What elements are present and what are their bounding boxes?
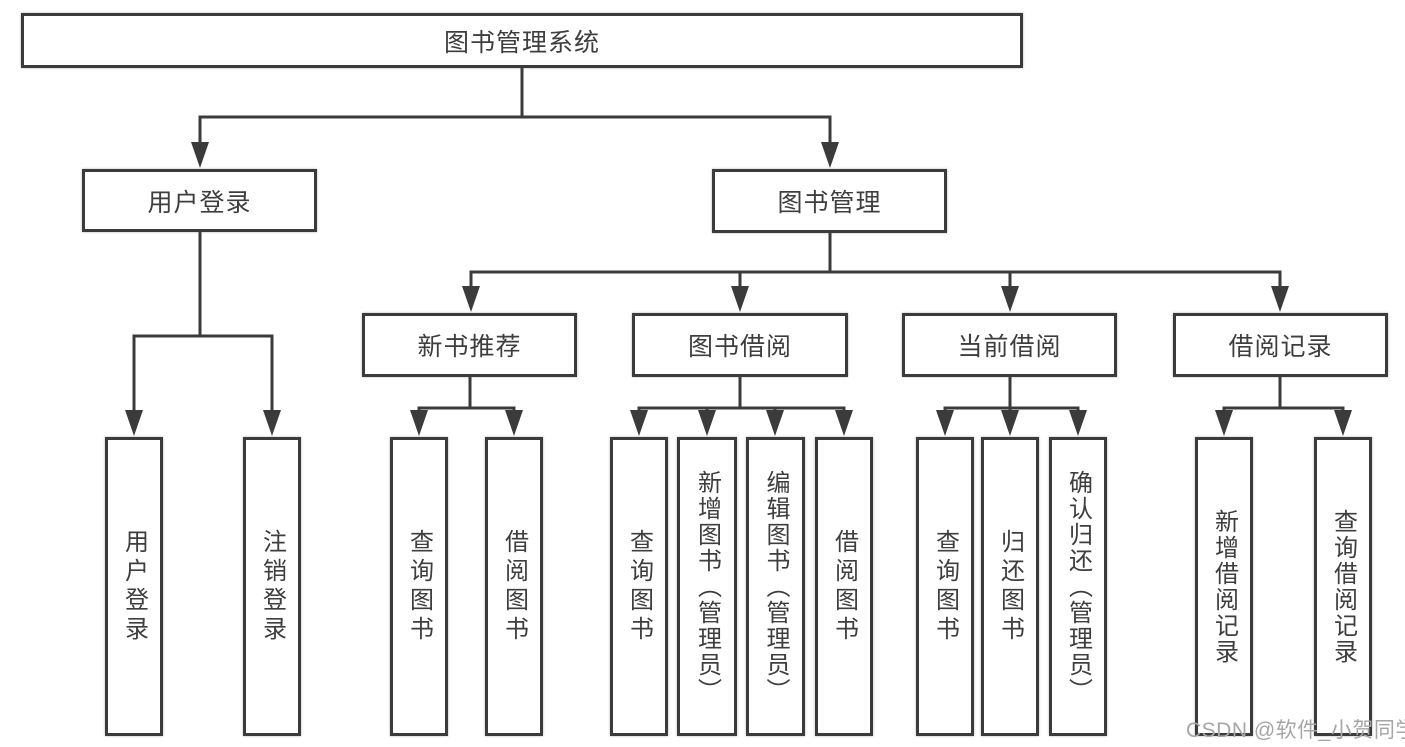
leaf-borrow-books: 借阅图书	[815, 437, 873, 736]
node-label: 借阅图书	[830, 528, 858, 645]
node-label: 确认归还（管理员）	[1064, 469, 1092, 704]
leaf-query-books-recommend: 查询图书	[390, 437, 448, 736]
node-label: 查询图书	[405, 528, 433, 645]
node-label: 图书管理	[777, 189, 882, 217]
node-label: 注销登录	[258, 528, 286, 645]
node-label: 借阅图书	[500, 528, 528, 645]
node-label: 归还图书	[996, 528, 1024, 645]
node-borrow-records: 借阅记录	[1173, 313, 1388, 377]
leaf-query-books-current: 查询图书	[916, 437, 974, 736]
node-label: 编辑图书（管理员）	[762, 469, 789, 704]
node-label: 图书借阅	[687, 333, 792, 361]
node-new-book-recommend: 新书推荐	[362, 313, 577, 377]
node-label: 用户登录	[147, 188, 252, 217]
leaf-add-book-admin: 新增图书（管理员）	[677, 437, 737, 736]
leaf-confirm-return-admin: 确认归还（管理员）	[1049, 437, 1107, 736]
node-label: 查询图书	[625, 528, 653, 645]
node-label: 查询借阅记录	[1329, 508, 1357, 665]
node-label: 借阅记录	[1228, 333, 1333, 361]
node-book-management: 图书管理	[712, 169, 947, 233]
node-user-login: 用户登录	[82, 169, 317, 232]
node-label: 新增借阅记录	[1210, 508, 1238, 665]
leaf-user-login: 用户登录	[105, 437, 163, 736]
leaf-edit-book-admin: 编辑图书（管理员）	[746, 437, 805, 736]
leaf-add-borrow-record: 新增借阅记录	[1195, 437, 1253, 736]
node-book-borrow: 图书借阅	[632, 313, 848, 377]
node-label: 查询图书	[931, 528, 959, 645]
leaf-query-borrow-record: 查询借阅记录	[1314, 437, 1372, 736]
node-label: 用户登录	[120, 528, 148, 645]
leaf-return-books: 归还图书	[981, 437, 1039, 736]
node-current-borrow: 当前借阅	[902, 313, 1117, 377]
leaf-borrow-books-recommend: 借阅图书	[485, 437, 543, 736]
node-label: 新书推荐	[417, 333, 522, 361]
csdn-watermark: CSDN @软件_小贺同学	[1186, 719, 1405, 742]
node-library-management-system: 图书管理系统	[21, 13, 1023, 68]
arrowheads	[125, 142, 1352, 436]
node-label: 图书管理系统	[443, 28, 600, 57]
node-label: 当前借阅	[957, 333, 1062, 361]
node-label: 新增图书（管理员）	[693, 469, 721, 704]
leaf-logout: 注销登录	[243, 437, 301, 736]
leaf-query-books-borrow: 查询图书	[610, 437, 668, 736]
